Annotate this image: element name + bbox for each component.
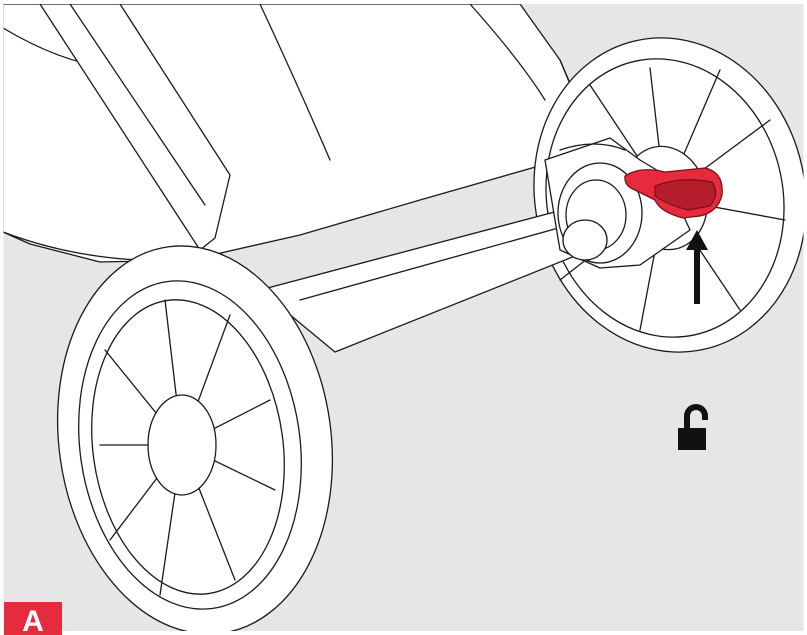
step-label: A: [4, 602, 62, 635]
